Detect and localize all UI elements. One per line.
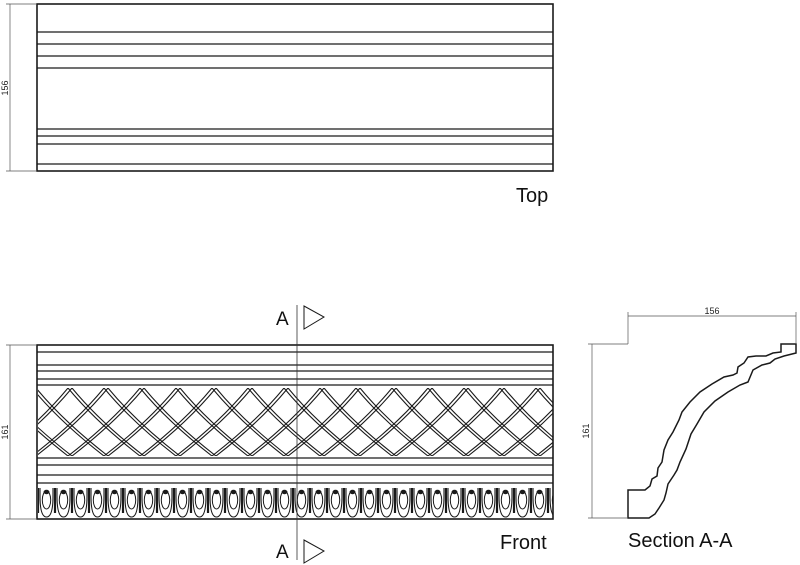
cut-label-top: A: [276, 309, 289, 330]
front-view-outline: [36, 344, 554, 520]
egg-and-dart-ornament-band: [38, 488, 553, 518]
top-view-dimension: 156: [0, 3, 37, 172]
top-view-label: Top: [516, 185, 548, 207]
section-view: 161 156 Section A-A: [581, 306, 797, 552]
cut-label-bottom: A: [276, 542, 289, 563]
section-height-dimension-text: 161: [581, 423, 591, 438]
cut-arrow-top-icon: [303, 305, 326, 330]
top-view-outline: [36, 3, 554, 172]
front-view-profile-lines: [37, 351, 553, 484]
top-view-dimension-text: 156: [0, 80, 10, 95]
section-width-dimension-text: 156: [704, 306, 719, 316]
section-height-dimension: 161: [581, 343, 628, 519]
cut-arrow-bottom-icon: [303, 539, 326, 564]
section-width-dimension: 156: [627, 306, 797, 344]
front-view: 161 Front: [0, 344, 554, 554]
section-view-label: Section A-A: [628, 530, 733, 552]
section-cut-line: A A: [276, 305, 326, 564]
top-view: 156 Top: [0, 3, 554, 207]
section-profile: [627, 343, 797, 519]
lattice-ornament-band: [38, 388, 553, 456]
front-view-dimension-text: 161: [0, 424, 10, 439]
top-view-profile-lines: [37, 31, 553, 165]
front-view-label: Front: [500, 532, 547, 554]
front-view-dimension: 161: [0, 344, 37, 520]
